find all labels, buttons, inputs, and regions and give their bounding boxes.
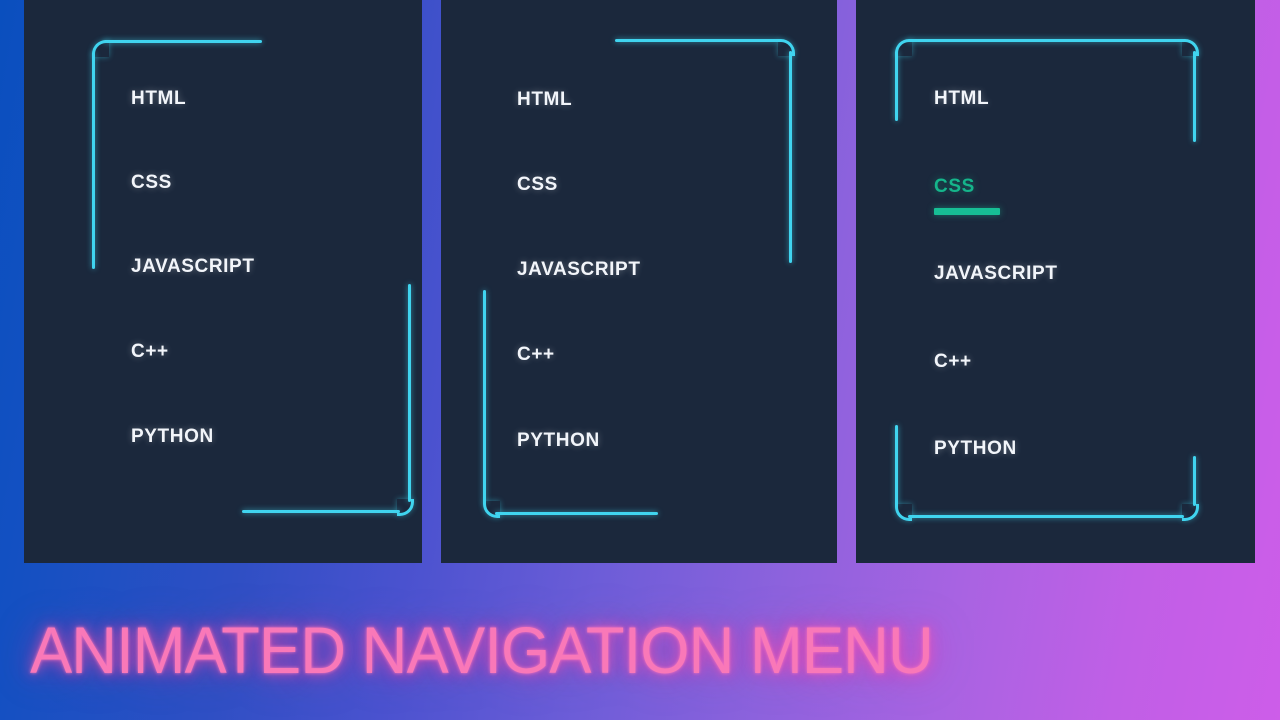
- border-segment-bottom-left-tail: [895, 425, 898, 506]
- border-corner-bottom-left: [895, 504, 912, 521]
- nav-item-cpp[interactable]: C++: [131, 341, 169, 362]
- nav-item-html[interactable]: HTML: [934, 88, 990, 109]
- border-corner-bottom-right: [397, 499, 414, 516]
- nav-item-python[interactable]: PYTHON: [131, 426, 214, 447]
- nav-menu-panel-1: HTML CSS JAVASCRIPT C++ PYTHON: [24, 0, 422, 563]
- nav-item-javascript[interactable]: JAVASCRIPT: [131, 256, 255, 277]
- border-segment-bottom-horizontal: [908, 515, 1184, 518]
- border-segment-left-vertical: [483, 290, 486, 504]
- border-segment-left-vertical: [92, 52, 95, 269]
- nav-item-python[interactable]: PYTHON: [934, 438, 1017, 459]
- border-corner-top-right: [778, 39, 795, 56]
- nav-item-css-active[interactable]: CSS: [934, 176, 975, 197]
- border-segment-bottom-right-tail: [1193, 456, 1196, 506]
- nav-item-css[interactable]: CSS: [517, 174, 558, 195]
- border-segment-top-left-tail: [895, 51, 898, 121]
- nav-item-javascript[interactable]: JAVASCRIPT: [934, 263, 1058, 284]
- border-segment-top-horizontal: [615, 39, 780, 42]
- nav-item-html[interactable]: HTML: [517, 89, 573, 110]
- nav-menu-panel-3: HTML CSS JAVASCRIPT C++ PYTHON: [856, 0, 1255, 563]
- nav-item-python[interactable]: PYTHON: [517, 430, 600, 451]
- border-segment-bottom-horizontal: [495, 512, 658, 515]
- border-corner-top-right: [1182, 39, 1199, 56]
- border-corner-top-left: [92, 40, 109, 57]
- active-item-underline: [934, 208, 1000, 215]
- nav-item-css[interactable]: CSS: [131, 172, 172, 193]
- border-segment-top-horizontal: [908, 39, 1184, 42]
- nav-item-cpp[interactable]: C++: [934, 351, 972, 372]
- nav-item-html[interactable]: HTML: [131, 88, 187, 109]
- border-corner-bottom-left: [483, 501, 500, 518]
- border-corner-bottom-right: [1182, 504, 1199, 521]
- border-segment-right-vertical: [408, 284, 411, 502]
- border-corner-top-left: [895, 39, 912, 56]
- border-segment-right-vertical: [789, 51, 792, 263]
- border-segment-bottom-horizontal: [242, 510, 400, 513]
- nav-item-javascript[interactable]: JAVASCRIPT: [517, 259, 641, 280]
- page-title: ANIMATED NAVIGATION MENU: [30, 613, 934, 687]
- border-segment-top-right-tail: [1193, 51, 1196, 142]
- border-segment-top-horizontal: [104, 40, 262, 43]
- nav-item-cpp[interactable]: C++: [517, 344, 555, 365]
- nav-menu-panel-2: HTML CSS JAVASCRIPT C++ PYTHON: [441, 0, 837, 563]
